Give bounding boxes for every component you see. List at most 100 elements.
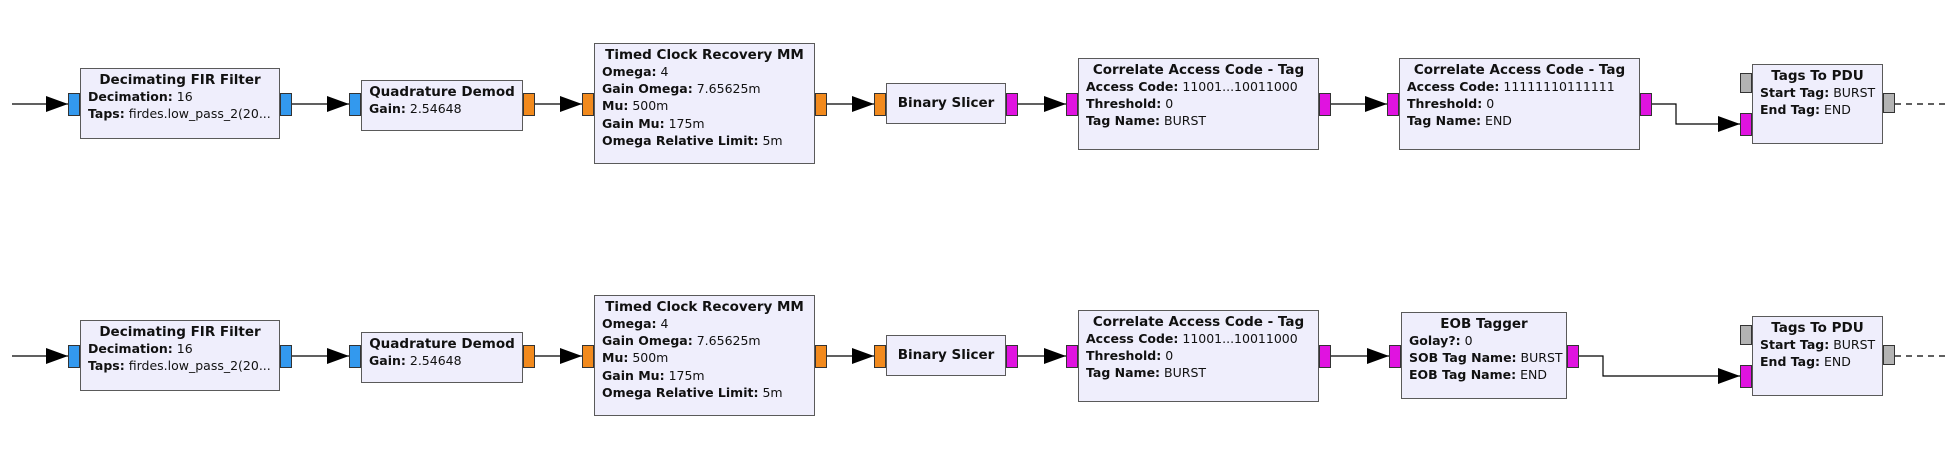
param-value: 4 xyxy=(660,316,669,331)
param-name: Taps: xyxy=(88,358,125,374)
param-name: Start Tag: xyxy=(1760,85,1830,100)
input-port[interactable] xyxy=(1066,93,1078,116)
block-param: Omega Relative Limit: 5m xyxy=(595,132,814,149)
param-name: Mu: xyxy=(602,350,629,366)
param-value: 2.54648 xyxy=(409,353,462,368)
param-value: 0 xyxy=(1486,96,1495,112)
output-port[interactable] xyxy=(523,345,535,368)
output-port[interactable] xyxy=(1006,93,1018,116)
block-title: Timed Clock Recovery MM xyxy=(605,299,804,315)
arrowhead-icon xyxy=(1044,348,1066,364)
block-param: Omega: 4 xyxy=(595,315,814,332)
block-param: Mu: 500m xyxy=(595,349,814,366)
param-value: END xyxy=(1824,354,1851,370)
block-param: Access Code: 11111110111111 xyxy=(1400,78,1639,95)
input-port[interactable] xyxy=(68,93,80,116)
wire-to-tags-pdu[interactable] xyxy=(1579,355,1740,377)
input-port[interactable] xyxy=(349,345,361,368)
block-param: Gain: 2.54648 xyxy=(362,352,522,369)
arrowhead-icon xyxy=(560,348,582,364)
block-param: Threshold: 0 xyxy=(1079,95,1318,112)
block-param: Omega: 4 xyxy=(595,63,814,80)
block-title: Decimating FIR Filter xyxy=(99,324,261,340)
input-port[interactable] xyxy=(582,93,594,116)
param-name: Gain: xyxy=(369,353,406,368)
input-port[interactable] xyxy=(1740,113,1752,136)
message-in-port[interactable] xyxy=(1740,325,1752,345)
arrowhead-icon xyxy=(1044,96,1066,112)
param-value: 5m xyxy=(762,384,783,400)
message-in-port[interactable] xyxy=(1740,73,1752,93)
output-port[interactable] xyxy=(1567,345,1579,368)
input-port[interactable] xyxy=(1387,93,1399,116)
output-port[interactable] xyxy=(815,93,827,116)
output-port[interactable] xyxy=(1640,93,1652,116)
param-name: EOB Tag Name: xyxy=(1409,367,1517,383)
block-param: Tag Name: BURST xyxy=(1079,364,1318,381)
param-value: BURST xyxy=(1520,350,1563,366)
param-name: Golay?: xyxy=(1409,333,1461,348)
param-value: 175m xyxy=(668,115,705,131)
param-value: 11001...10011000 xyxy=(1182,79,1298,94)
param-value: BURST xyxy=(1164,113,1207,129)
arrowhead-icon xyxy=(852,96,874,112)
input-port[interactable] xyxy=(68,345,80,368)
arrowhead-icon xyxy=(327,348,349,364)
wire-to-tags-pdu[interactable] xyxy=(1652,103,1740,125)
output-port[interactable] xyxy=(1006,345,1018,368)
block-param: Decimation: 16 xyxy=(81,88,279,105)
output-port[interactable] xyxy=(1319,345,1331,368)
block-slicer[interactable]: Binary Slicer xyxy=(886,83,1006,124)
param-name: Omega Relative Limit: xyxy=(602,384,759,400)
block-title: Decimating FIR Filter xyxy=(99,72,261,88)
block-param: EOB Tag Name: END xyxy=(1402,366,1566,383)
param-name: Decimation: xyxy=(88,341,173,356)
block-title: Correlate Access Code - Tag xyxy=(1413,62,1626,78)
block-title: Quadrature Demod xyxy=(369,84,515,100)
output-port[interactable] xyxy=(1319,93,1331,116)
output-port[interactable] xyxy=(815,345,827,368)
param-name: Omega Relative Limit: xyxy=(602,132,759,148)
input-port[interactable] xyxy=(1740,365,1752,388)
input-port[interactable] xyxy=(349,93,361,116)
output-port[interactable] xyxy=(523,93,535,116)
output-port[interactable] xyxy=(280,93,292,116)
message-out-port[interactable] xyxy=(1883,345,1895,365)
param-value: BURST xyxy=(1833,337,1876,352)
input-port[interactable] xyxy=(582,345,594,368)
arrowhead-icon xyxy=(1718,116,1740,132)
block-param: Access Code: 11001...10011000 xyxy=(1079,330,1318,347)
block-title: Binary Slicer xyxy=(897,347,995,363)
param-name: End Tag: xyxy=(1760,354,1821,370)
block-title: EOB Tagger xyxy=(1440,316,1528,332)
param-value: 500m xyxy=(632,98,669,114)
param-name: Start Tag: xyxy=(1760,337,1830,352)
message-out-port[interactable] xyxy=(1883,93,1895,113)
output-port[interactable] xyxy=(280,345,292,368)
param-value: 2.54648 xyxy=(409,101,462,116)
input-port[interactable] xyxy=(1066,345,1078,368)
input-port[interactable] xyxy=(874,93,886,116)
block-slicer[interactable]: Binary Slicer xyxy=(886,335,1006,376)
block-param: Taps: firdes.low_pass_2(20... xyxy=(81,105,279,122)
block-title: Correlate Access Code - Tag xyxy=(1092,62,1305,78)
input-port[interactable] xyxy=(874,345,886,368)
input-port[interactable] xyxy=(1389,345,1401,368)
block-param: Golay?: 0 xyxy=(1402,332,1566,349)
param-name: Threshold: xyxy=(1086,96,1162,112)
param-value: 5m xyxy=(762,132,783,148)
